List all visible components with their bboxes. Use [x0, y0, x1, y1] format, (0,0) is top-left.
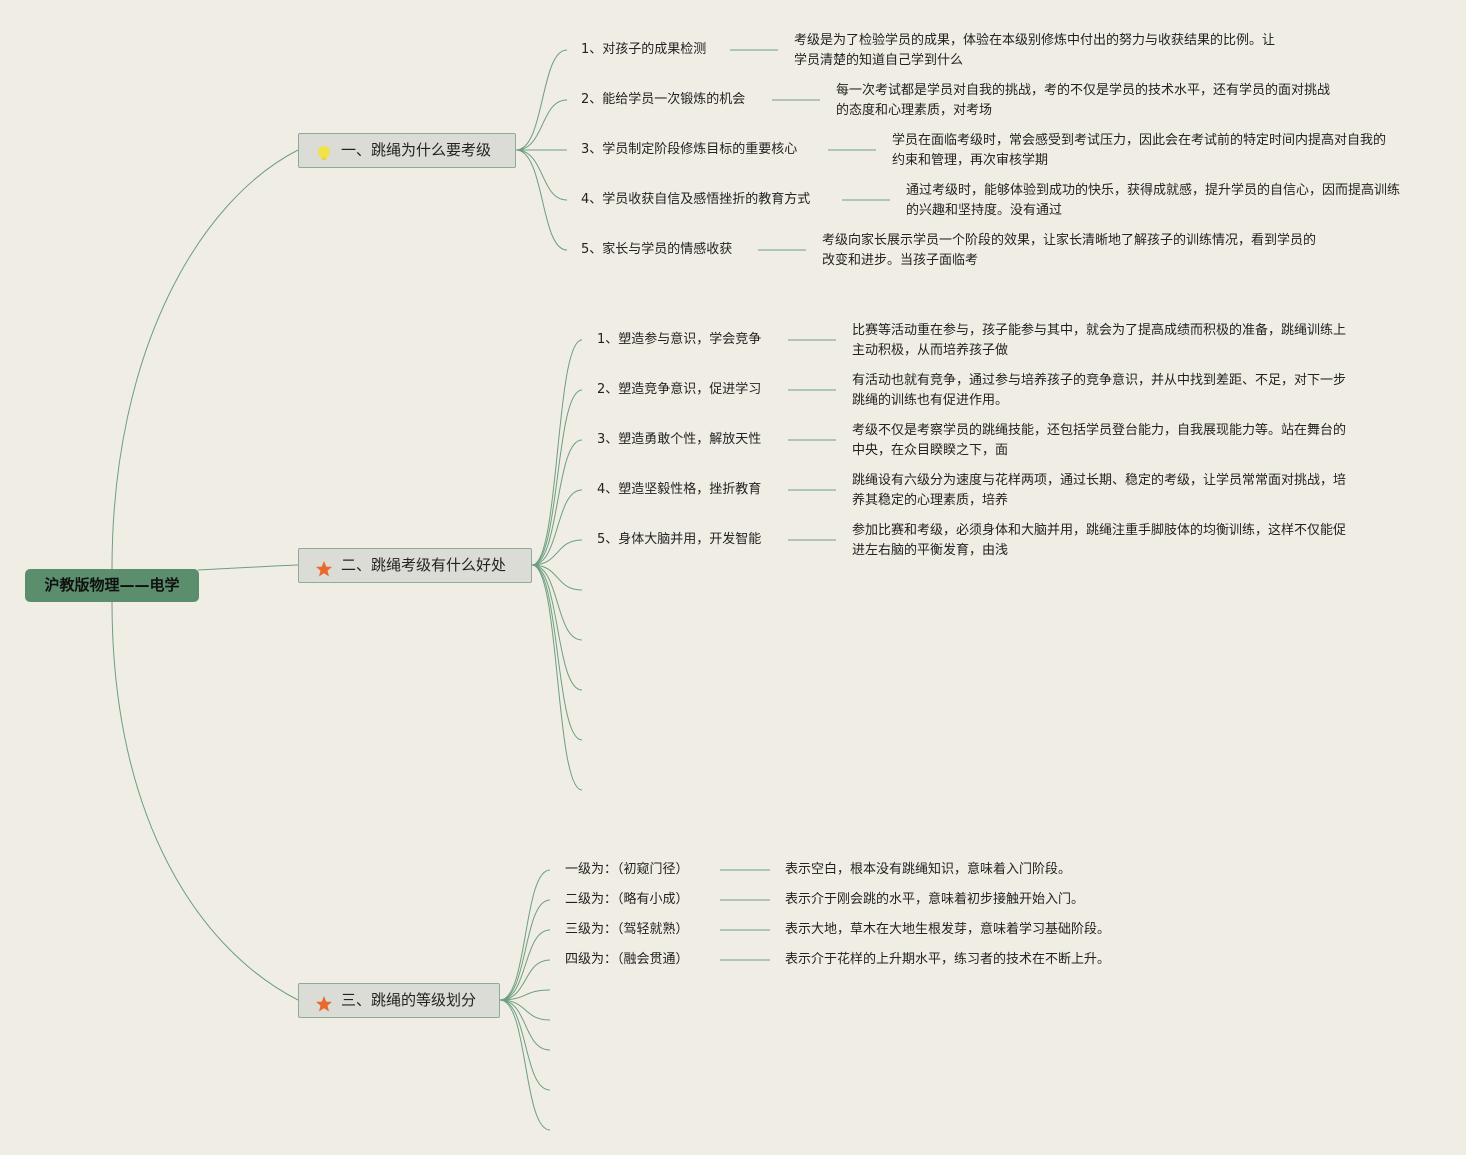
list-item[interactable]: 1、塑造参与意识，学会竞争 [597, 332, 762, 347]
list-item[interactable]: 四级为：（融会贯通） [565, 952, 689, 967]
item-description: 每一次考试都是学员对自我的挑战，考的不仅是学员的技术水平，还有学员的面对挑战的态… [836, 83, 1331, 118]
item-description: 通过考级时，能够体验到成功的快乐，获得成就感，提升学员的自信心，因而提高训练的兴… [906, 183, 1401, 218]
list-item[interactable]: 一级为：（初窥门径） [565, 862, 689, 877]
list-item[interactable]: 二级为：（略有小成） [565, 892, 689, 907]
branch-exam-benefits[interactable]: 二、跳绳考级有什么好处 [298, 548, 532, 583]
item-description: 考级是为了检验学员的成果，体验在本级别修炼中付出的努力与收获结果的比例。让学员清… [794, 33, 1276, 68]
lightbulb-icon [315, 142, 333, 160]
item-description: 跳绳设有六级分为速度与花样两项，通过长期、稳定的考级，让学员常常面对挑战，培养其… [852, 473, 1347, 508]
branch-why-exam[interactable]: 一、跳绳为什么要考级 [298, 133, 516, 168]
item-description: 表示大地，草木在大地生根发芽，意味着学习基础阶段。 [785, 922, 1111, 937]
list-item[interactable]: 5、身体大脑并用，开发智能 [597, 532, 762, 547]
item-description: 表示介于花样的上升期水平，练习者的技术在不断上升。 [785, 952, 1111, 967]
item-description: 学员在面临考级时，常会感受到考试压力，因此会在考试前的特定时间内提高对自我的约束… [892, 133, 1387, 168]
list-item[interactable]: 2、能给学员一次锻炼的机会 [581, 92, 746, 107]
list-item[interactable]: 4、学员收获自信及感悟挫折的教育方式 [581, 192, 811, 207]
list-item[interactable]: 1、对孩子的成果检测 [581, 42, 707, 57]
list-item[interactable]: 3、塑造勇敢个性，解放天性 [597, 432, 762, 447]
item-description: 有活动也就有竞争，通过参与培养孩子的竞争意识，并从中找到差距、不足，对下一步跳绳… [852, 373, 1347, 408]
star-icon [315, 557, 333, 577]
list-item[interactable]: 3、学员制定阶段修炼目标的重要核心 [581, 142, 798, 157]
list-item[interactable]: 5、家长与学员的情感收获 [581, 242, 733, 257]
list-item[interactable]: 4、塑造坚毅性格，挫折教育 [597, 482, 762, 497]
star-icon [315, 992, 333, 1012]
branch-label: 三、跳绳的等级划分 [341, 991, 477, 1009]
list-item[interactable]: 2、塑造竞争意识，促进学习 [597, 382, 762, 397]
item-description: 考级向家长展示学员一个阶段的效果，让家长清晰地了解孩子的训练情况，看到学员的改变… [822, 233, 1317, 268]
item-description: 考级不仅是考察学员的跳绳技能，还包括学员登台能力，自我展现能力等。站在舞台的中央… [852, 423, 1347, 458]
item-description: 表示介于刚会跳的水平，意味着初步接触开始入门。 [785, 892, 1085, 907]
branch-label: 一、跳绳为什么要考级 [341, 141, 492, 159]
branch-label: 二、跳绳考级有什么好处 [341, 556, 507, 574]
root-node[interactable]: 沪教版物理——电学 [25, 569, 199, 602]
item-description: 比赛等活动重在参与，孩子能参与其中，就会为了提高成绩而积极的准备，跳绳训练上主动… [852, 323, 1347, 358]
item-description: 参加比赛和考级，必须身体和大脑并用，跳绳注重手脚肢体的均衡训练，这样不仅能促进左… [852, 523, 1347, 558]
list-item[interactable]: 三级为：（驾轻就熟） [565, 922, 689, 937]
item-description: 表示空白，根本没有跳绳知识，意味着入门阶段。 [785, 862, 1072, 877]
branch-grade-levels[interactable]: 三、跳绳的等级划分 [298, 983, 500, 1018]
